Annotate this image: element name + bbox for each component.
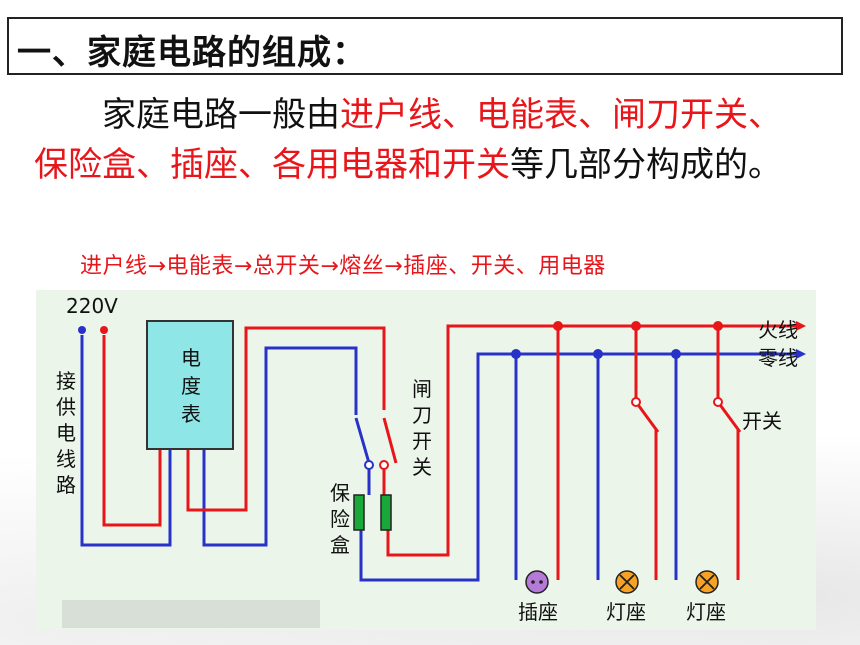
branch-switch-2-contact	[713, 397, 723, 407]
branch-switch-label: 开关	[742, 409, 782, 433]
switch-contact-neutral	[364, 460, 374, 470]
branch-switch-1	[634, 401, 660, 433]
lamp-icon-2	[695, 570, 719, 594]
neutral-junctions	[78, 326, 681, 359]
fuse-neutral	[353, 494, 365, 531]
lamp2-label: 灯座	[686, 600, 726, 624]
flow-sequence: 进户线→电能表→总开关→熔丝→插座、开关、用电器	[80, 254, 606, 279]
live-junctions	[100, 321, 723, 334]
socket-label: 插座	[518, 600, 558, 624]
page-title: 一、家庭电路的组成：	[17, 33, 367, 73]
circuit-diagram: 220V 接供电线路 电度表 闸刀开关 保险盒 火线 零线 开关 插座 灯座 灯…	[36, 290, 816, 630]
live-wire-label: 火线	[758, 318, 798, 342]
paragraph-text-1: 家庭电路一般由	[102, 95, 340, 135]
lamp1-label: 灯座	[606, 600, 646, 624]
socket-icon	[525, 570, 549, 594]
paragraph-highlight: 进户线、电能表、闸刀开关、保险盒、插座、各用电器和开关	[34, 95, 782, 185]
paragraph-indent	[34, 95, 102, 135]
caption-placeholder-bar	[62, 600, 320, 628]
circuit-wires	[78, 321, 806, 594]
neutral-main-wire	[359, 352, 796, 582]
live-main-wire	[386, 324, 796, 557]
live-arrow-icon	[796, 321, 806, 331]
live-meter-out-wire	[186, 326, 386, 512]
knife-switch-live-blade	[382, 417, 398, 464]
neutral-wire-label: 零线	[758, 346, 798, 370]
neutral-supply-wire	[80, 335, 172, 547]
voltage-label: 220V	[66, 294, 118, 318]
meter-label: 电度表	[181, 346, 201, 426]
lamp-icon-1	[615, 570, 639, 594]
fuse-box-label: 保险盒	[330, 481, 350, 557]
intro-paragraph: 家庭电路一般由进户线、电能表、闸刀开关、保险盒、插座、各用电器和开关等几部分构成…	[34, 90, 794, 190]
electricity-meter: 电度表	[146, 320, 234, 450]
knife-switch-neutral-blade	[354, 417, 371, 464]
live-wires	[102, 324, 796, 580]
supply-line-label: 接供电线路	[56, 369, 76, 497]
fuse-live	[380, 494, 392, 531]
live-supply-wire	[102, 335, 162, 527]
switch-contact-live	[379, 460, 389, 470]
branch-switch-1-contact	[631, 397, 641, 407]
paragraph-text-2: 等几部分构成的。	[510, 145, 782, 185]
knife-switch-label: 闸刀开关	[412, 377, 432, 479]
branch-switch-2	[716, 401, 742, 433]
title-box: 一、家庭电路的组成：	[7, 17, 843, 75]
neutral-meter-out-wire	[202, 346, 358, 547]
neutral-arrow-icon	[796, 349, 806, 359]
